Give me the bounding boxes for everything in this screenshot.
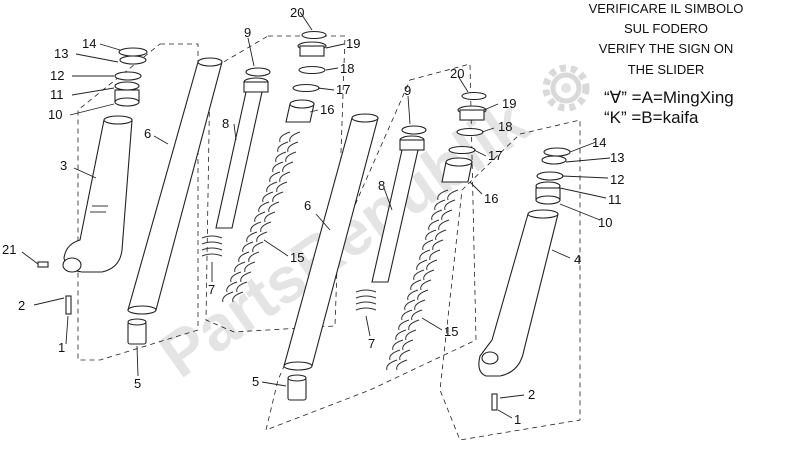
center-left-rod-9-8: [215, 67, 271, 229]
callout-5: 5: [252, 374, 259, 389]
callout-12: 12: [50, 68, 64, 83]
callout-14: 14: [82, 36, 96, 51]
center-right-spring-15: [386, 189, 459, 371]
callout-13: 13: [54, 46, 68, 61]
note-line-5: “∀” =A=MingXing: [604, 88, 734, 107]
center-right-spring-7: [355, 289, 377, 311]
note-line-2: SUL FODERO: [624, 21, 708, 36]
center-right-top-rings: [448, 91, 487, 155]
callout-1: 1: [58, 340, 65, 355]
callout-10: 10: [598, 215, 612, 230]
callout-10: 10: [48, 107, 62, 122]
callout-1: 1: [514, 412, 521, 427]
leader-lines: [21, 11, 611, 419]
slider-sign-note: VERIFICARE IL SIMBOLO SUL FODERO VERIFY …: [589, 1, 744, 127]
left-bolt-2: [65, 295, 72, 315]
right-bolt-2: [491, 393, 498, 411]
callout-20: 20: [450, 66, 464, 81]
left-bolt-21: [37, 261, 49, 268]
left-top-seals: [114, 47, 148, 107]
callout-16: 16: [320, 102, 334, 117]
left-slider-3: [62, 115, 133, 273]
callouts-center-left: 20 19 18 17 16 9 8 7 15: [208, 5, 360, 297]
callout-17: 17: [488, 148, 502, 163]
callout-16: 16: [484, 191, 498, 206]
callout-8: 8: [222, 116, 229, 131]
callouts-center-right: 20 19 18 17 16 9 8 7 6 5 15: [252, 66, 516, 389]
callout-19: 19: [502, 96, 516, 111]
note-line-3: VERIFY THE SIGN ON: [599, 41, 734, 56]
center-left-top-rings: [292, 30, 327, 93]
right-slider-4: [478, 209, 559, 377]
callout-2: 2: [18, 298, 25, 313]
center-left-spring-15: [222, 131, 301, 303]
callout-12: 12: [610, 172, 624, 187]
left-bushing-5: [127, 318, 147, 345]
callout-11: 11: [50, 87, 64, 102]
center-right-bushing-16: [441, 157, 473, 183]
callout-6: 6: [304, 198, 311, 213]
note-line-6: “K” =B=kaifa: [604, 108, 699, 127]
callout-5: 5: [134, 376, 141, 391]
callout-19: 19: [346, 36, 360, 51]
left-group-frame: [77, 43, 199, 361]
center-right-bushing-5: [287, 374, 307, 401]
right-group-frame: [439, 119, 581, 441]
center-right-fork-tube-6: [283, 113, 379, 371]
callout-17: 17: [336, 82, 350, 97]
callout-21: 21: [2, 242, 16, 257]
center-right-rod-9-8: [371, 125, 427, 283]
callout-20: 20: [290, 5, 304, 20]
callout-15: 15: [444, 324, 458, 339]
left-fork-tube-6: [127, 57, 223, 315]
note-line-4: THE SLIDER: [628, 62, 705, 77]
watermark-gear-icon: [542, 64, 590, 112]
callout-8: 8: [378, 178, 385, 193]
callout-11: 11: [608, 192, 622, 207]
callout-6: 6: [144, 126, 151, 141]
callout-4: 4: [574, 252, 581, 267]
callout-13: 13: [610, 150, 624, 165]
callout-9: 9: [244, 25, 251, 40]
callout-3: 3: [60, 158, 67, 173]
center-left-spring-7: [201, 235, 223, 257]
callout-18: 18: [340, 61, 354, 76]
callouts-right: 14 13 12 11 10 4 2 1: [514, 135, 624, 427]
center-left-bushing-16: [285, 99, 315, 123]
callout-18: 18: [498, 119, 512, 134]
note-line-1: VERIFICARE IL SIMBOLO: [589, 1, 744, 16]
callout-7: 7: [208, 282, 215, 297]
callout-9: 9: [404, 83, 411, 98]
callout-14: 14: [592, 135, 606, 150]
callout-7: 7: [368, 336, 375, 351]
callout-15: 15: [290, 250, 304, 265]
callouts-left: 14 13 12 11 10 3 21 2 1 6 5: [2, 36, 151, 391]
callout-2: 2: [528, 387, 535, 402]
